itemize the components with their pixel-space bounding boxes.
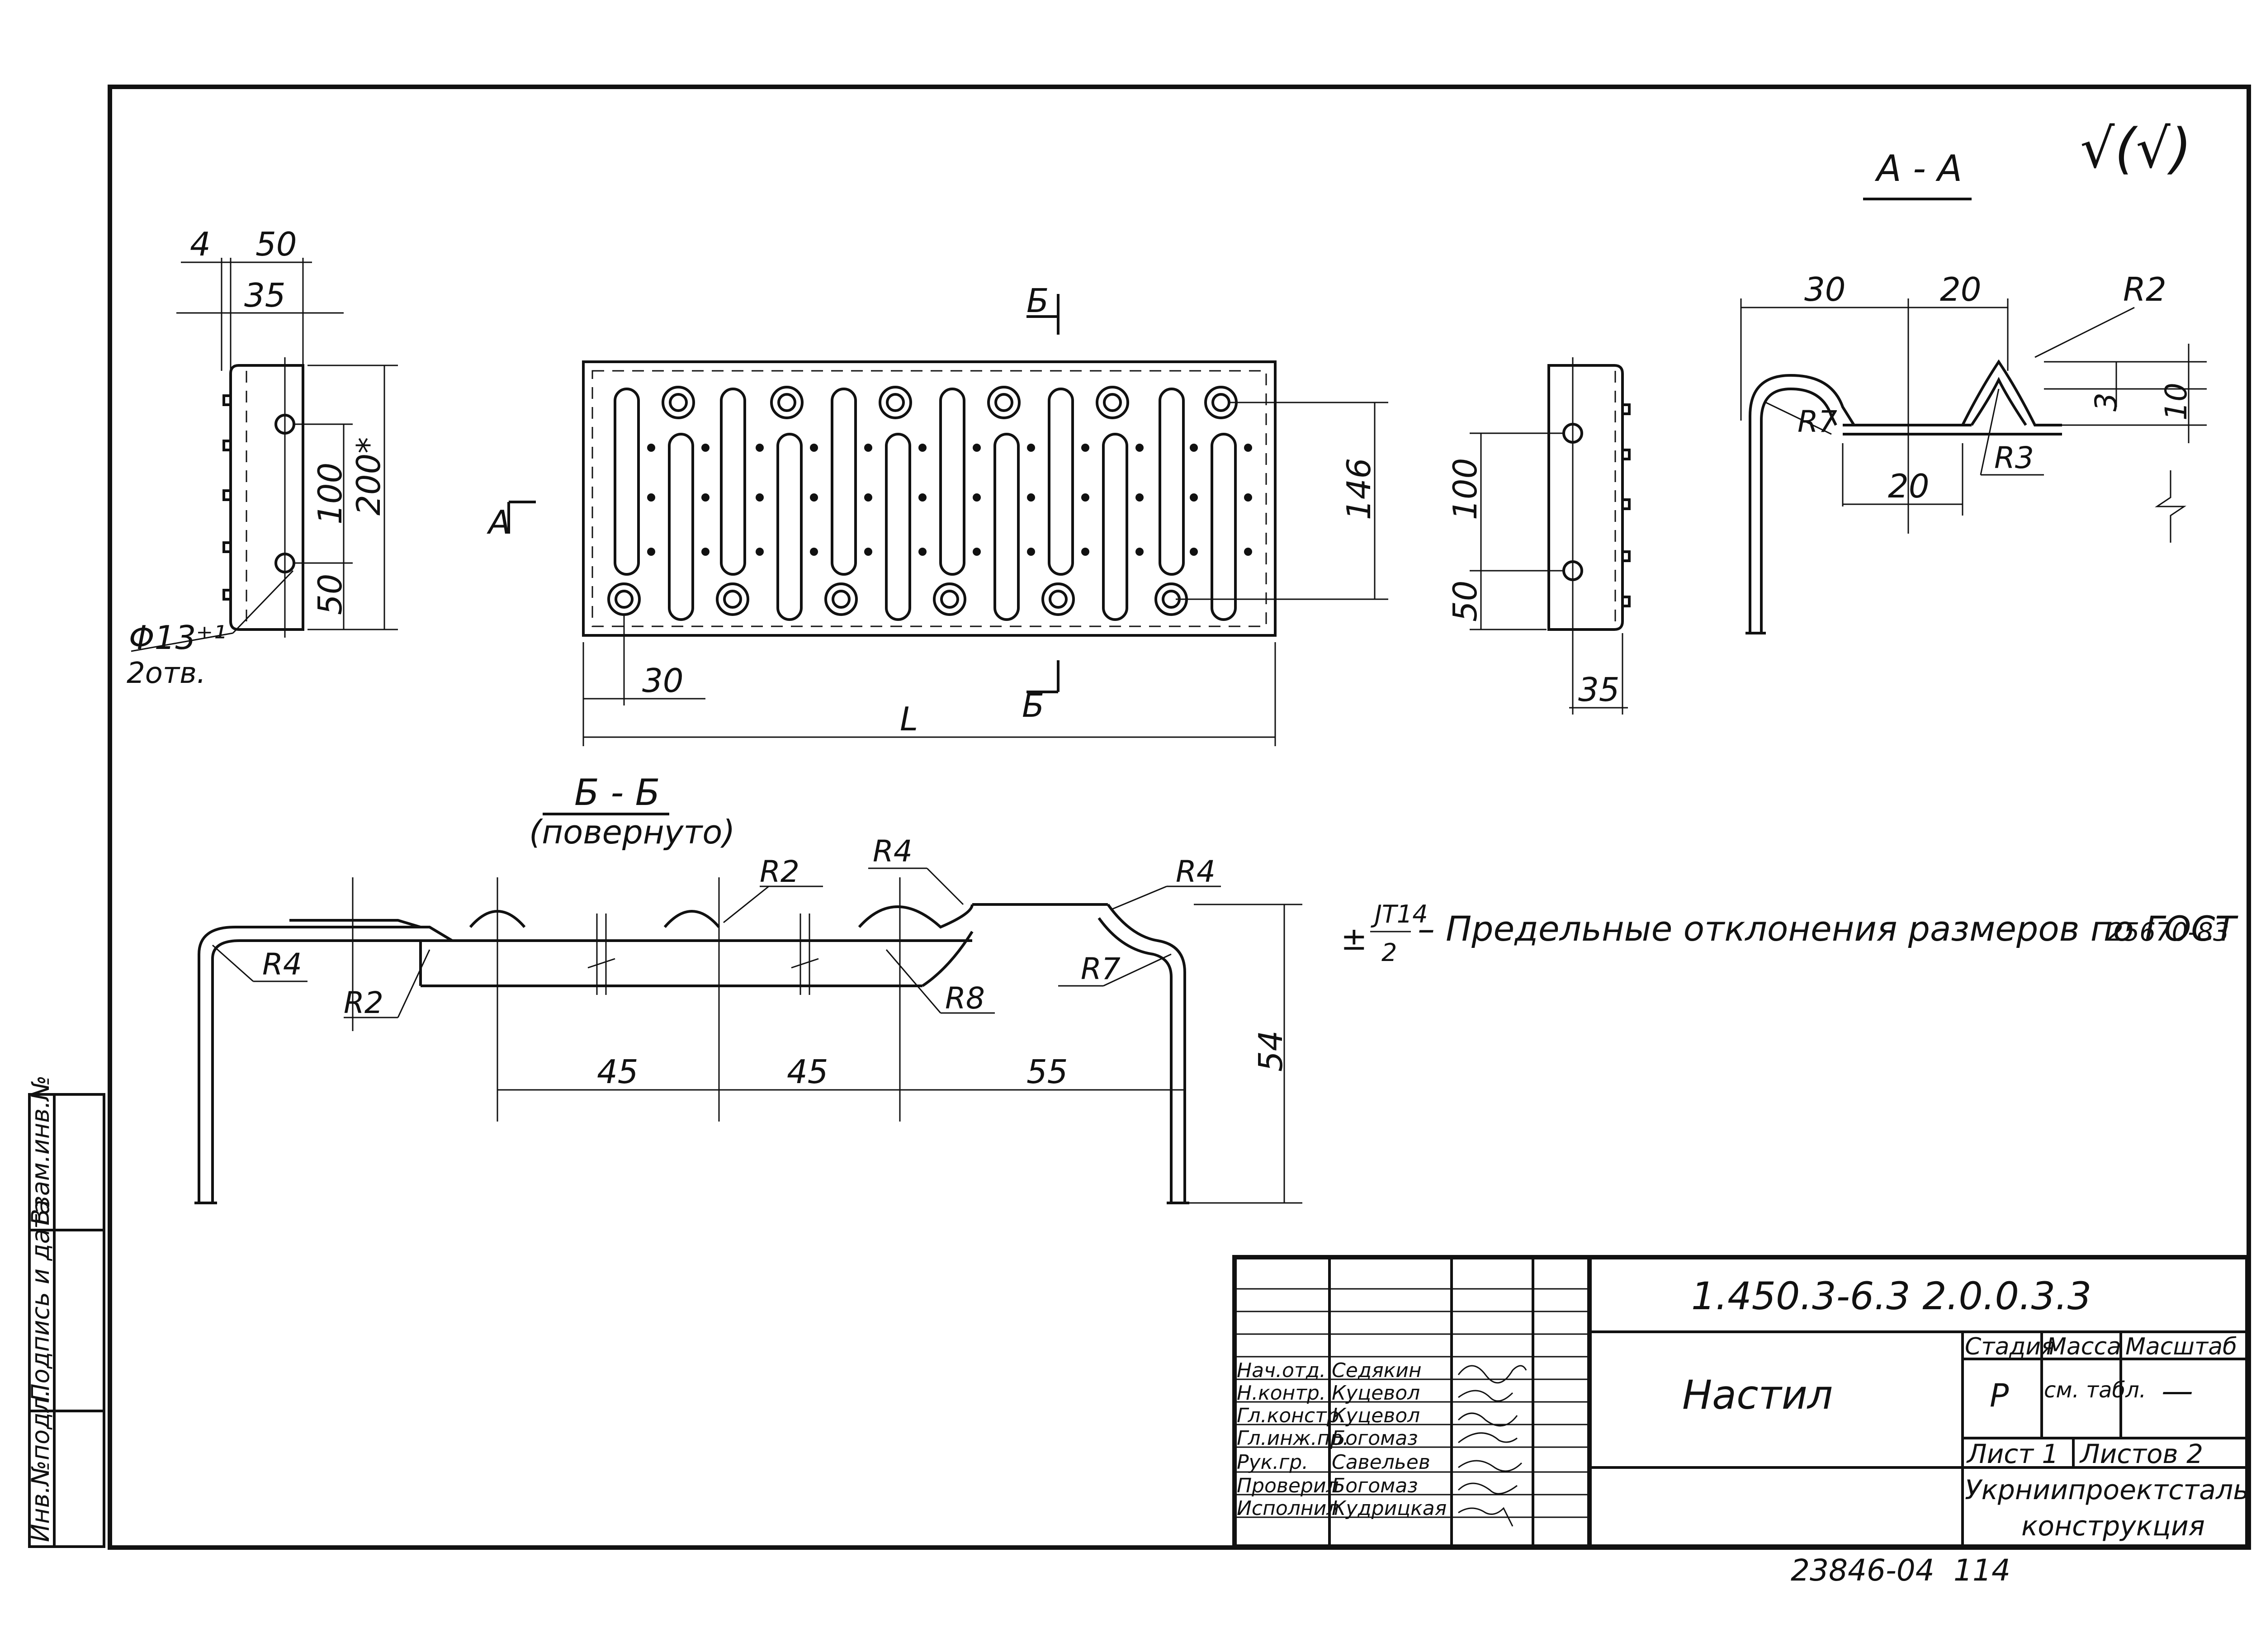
dim-30: 30 [642, 662, 684, 700]
name-2: Куцевол [1332, 1382, 1420, 1405]
role-5: Рук.гр. [1237, 1451, 1308, 1474]
sheets-total: Листов 2 [2079, 1439, 2203, 1469]
dim-L: L [900, 700, 918, 738]
role-3: Гл.констр. [1237, 1404, 1346, 1427]
aa-dim-3: 3 [2089, 393, 2124, 412]
side-view-right: 100 50 35 [1446, 357, 1631, 715]
role-7: Исполнил [1237, 1497, 1339, 1520]
sheet-number: Лист 1 [1966, 1439, 2058, 1469]
section-a-a: А - А 30 20 R2 R7 3 10 20 R3 [1740, 147, 2207, 634]
roughness-symbol: √(√) [2080, 118, 2192, 180]
dim-146: 146 [1340, 458, 1378, 520]
title-block: 1.450.3-6.3 2.0.0.3.3 Настил Стадия Масс… [1232, 1255, 2250, 1549]
doc-code: 1.450.3-6.3 2.0.0.3.3 [1691, 1274, 2091, 1318]
stamp-replaced-inv: Взам.инв.№ [26, 1075, 55, 1226]
drawing-frame [108, 85, 2251, 1550]
aa-dim-20: 20 [1940, 270, 1982, 308]
section-b-b-note: (повернуто) [529, 813, 735, 851]
section-b-b-label: Б - Б [574, 772, 660, 814]
tolerance-note: ± JT14 2 – Предельные отклонения размеро… [1341, 900, 2238, 967]
signature-rows: Нач.отд. Седякин Н.контр. Куцевол Гл.кон… [1237, 1359, 1447, 1520]
scale-header: Масштаб [2125, 1333, 2237, 1360]
stage-value: Р [1990, 1377, 2009, 1414]
role-4: Гл.инж.пр. [1237, 1427, 1349, 1450]
hole-diameter: Φ13⁺¹ [129, 619, 226, 657]
bb-dim-55: 55 [1026, 1053, 1068, 1091]
cut-a: А [487, 503, 511, 541]
aa-r7: R7 [1797, 404, 1837, 439]
plan-view: Б Б А 146 30 L [487, 282, 1388, 746]
section-a-a-label: А - А [1874, 147, 1962, 189]
dim-50: 50 [255, 225, 297, 263]
bottom-code: 23846-04 [1791, 1553, 1935, 1588]
bb-r4a: R4 [262, 947, 302, 982]
name-6: Богомаз [1332, 1474, 1418, 1497]
section-b-b: Б - Б (повернуто) 54 45 45 55 [194, 772, 1302, 1204]
side-view-left: 4 50 35 100 200* 50 Φ13⁺¹ 2отв. [127, 225, 398, 690]
org-line-1: Укрниипроектсталь [1965, 1474, 2249, 1506]
side-stamp: Взам.инв.№ Подпись и дата Инв.№подл. [26, 1075, 105, 1548]
name-5: Савельев [1332, 1451, 1430, 1474]
signature-scribbles [1457, 1365, 1527, 1527]
dim-50-lower: 50 [311, 573, 349, 615]
stage-header: Стадия [1965, 1333, 2055, 1360]
aa-r2: R2 [2123, 270, 2166, 308]
bb-r4c: R4 [1176, 854, 1216, 889]
bb-dim-54: 54 [1252, 1030, 1290, 1072]
name-7: Кудрицкая [1332, 1497, 1447, 1520]
bb-r2b: R2 [760, 854, 799, 889]
aa-r3: R3 [1994, 440, 2034, 475]
note-prefix: ± [1341, 920, 1367, 957]
note-text: – Предельные отклонения размеров по ГОСТ [1418, 909, 2238, 949]
name-1: Седякин [1332, 1359, 1422, 1382]
stamp-signature-date: Подпись и дата [26, 1200, 55, 1402]
page-number: 114 [1954, 1553, 2010, 1588]
bb-dim-45a: 45 [597, 1053, 639, 1091]
note-standard: 25670-83 [2107, 918, 2229, 947]
note-denominator: 2 [1381, 938, 1397, 967]
name-3: Куцевол [1332, 1404, 1420, 1427]
dim-50-right: 50 [1446, 580, 1484, 622]
note-numerator: JT14 [1371, 900, 1428, 928]
role-1: Нач.отд. [1237, 1359, 1326, 1382]
scale-value: — [2162, 1373, 2193, 1410]
bb-r4b: R4 [873, 834, 913, 869]
dim-4: 4 [190, 225, 211, 263]
stamp-original-inv: Инв.№подл. [26, 1389, 55, 1542]
cut-b-bottom: Б [1022, 686, 1044, 724]
dim-35: 35 [244, 276, 286, 314]
mass-header: Масса [2046, 1333, 2121, 1360]
dim-100: 100 [311, 463, 349, 525]
aa-dim-10: 10 [2159, 383, 2194, 421]
bb-r7: R7 [1081, 951, 1121, 986]
name-4: Богомаз [1332, 1427, 1418, 1450]
dim-35-right: 35 [1578, 671, 1620, 709]
aa-dim-30: 30 [1804, 270, 1846, 308]
role-2: Н.контр. [1237, 1382, 1326, 1405]
cut-b-top: Б [1026, 282, 1049, 320]
mass-value: см. табл. [2044, 1377, 2146, 1403]
bb-r8: R8 [945, 981, 985, 1016]
aa-dim-20b: 20 [1888, 467, 1930, 505]
dim-100-right: 100 [1446, 458, 1484, 520]
hole-count: 2отв. [127, 657, 206, 690]
bb-r2a: R2 [344, 985, 383, 1020]
org-line-2: конструкция [2021, 1510, 2205, 1542]
drawing-title: Настил [1682, 1372, 1833, 1418]
bb-dim-45b: 45 [787, 1053, 828, 1091]
role-6: Проверил [1237, 1474, 1339, 1497]
dim-200: 200* [350, 437, 388, 516]
